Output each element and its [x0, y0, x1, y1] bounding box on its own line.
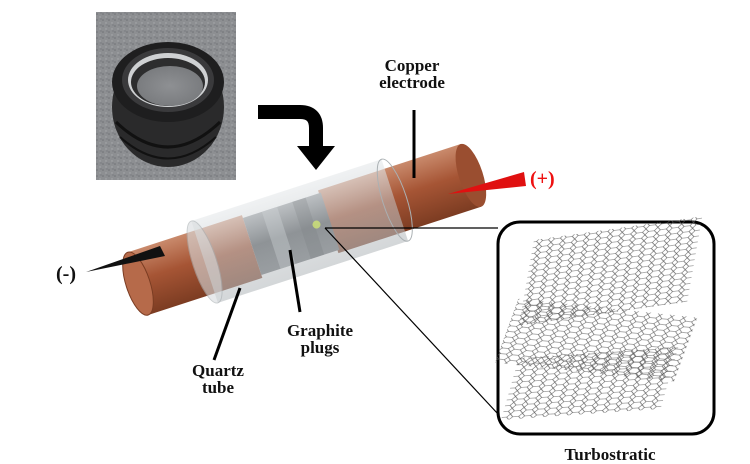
negative-terminal-label: (-) — [56, 263, 76, 285]
turbostratic-inset — [495, 216, 716, 436]
zoom-line-bottom — [324, 227, 499, 415]
quartz-label-text: Quartz tube — [192, 361, 244, 397]
reactor-tube — [122, 143, 487, 316]
graphite-plugs-label: Graphite plugs — [270, 322, 370, 356]
copper-electrode-label: Copper electrode — [362, 57, 462, 91]
tire-photo — [96, 12, 236, 180]
negative-terminal-arrow — [86, 246, 165, 272]
graphite-label-text: Graphite plugs — [286, 321, 354, 357]
quartz-leader-line — [212, 287, 242, 361]
turbostratic-label: Turbostratic — [564, 445, 656, 464]
positive-terminal-label: (+) — [530, 168, 555, 190]
copper-label-text: Copper electrode — [379, 56, 445, 92]
quartz-tube-label: Quartz tube — [178, 362, 258, 396]
curved-arrow — [258, 105, 335, 170]
positive-terminal-arrow — [448, 172, 526, 194]
graphite-leader-line — [288, 249, 302, 313]
